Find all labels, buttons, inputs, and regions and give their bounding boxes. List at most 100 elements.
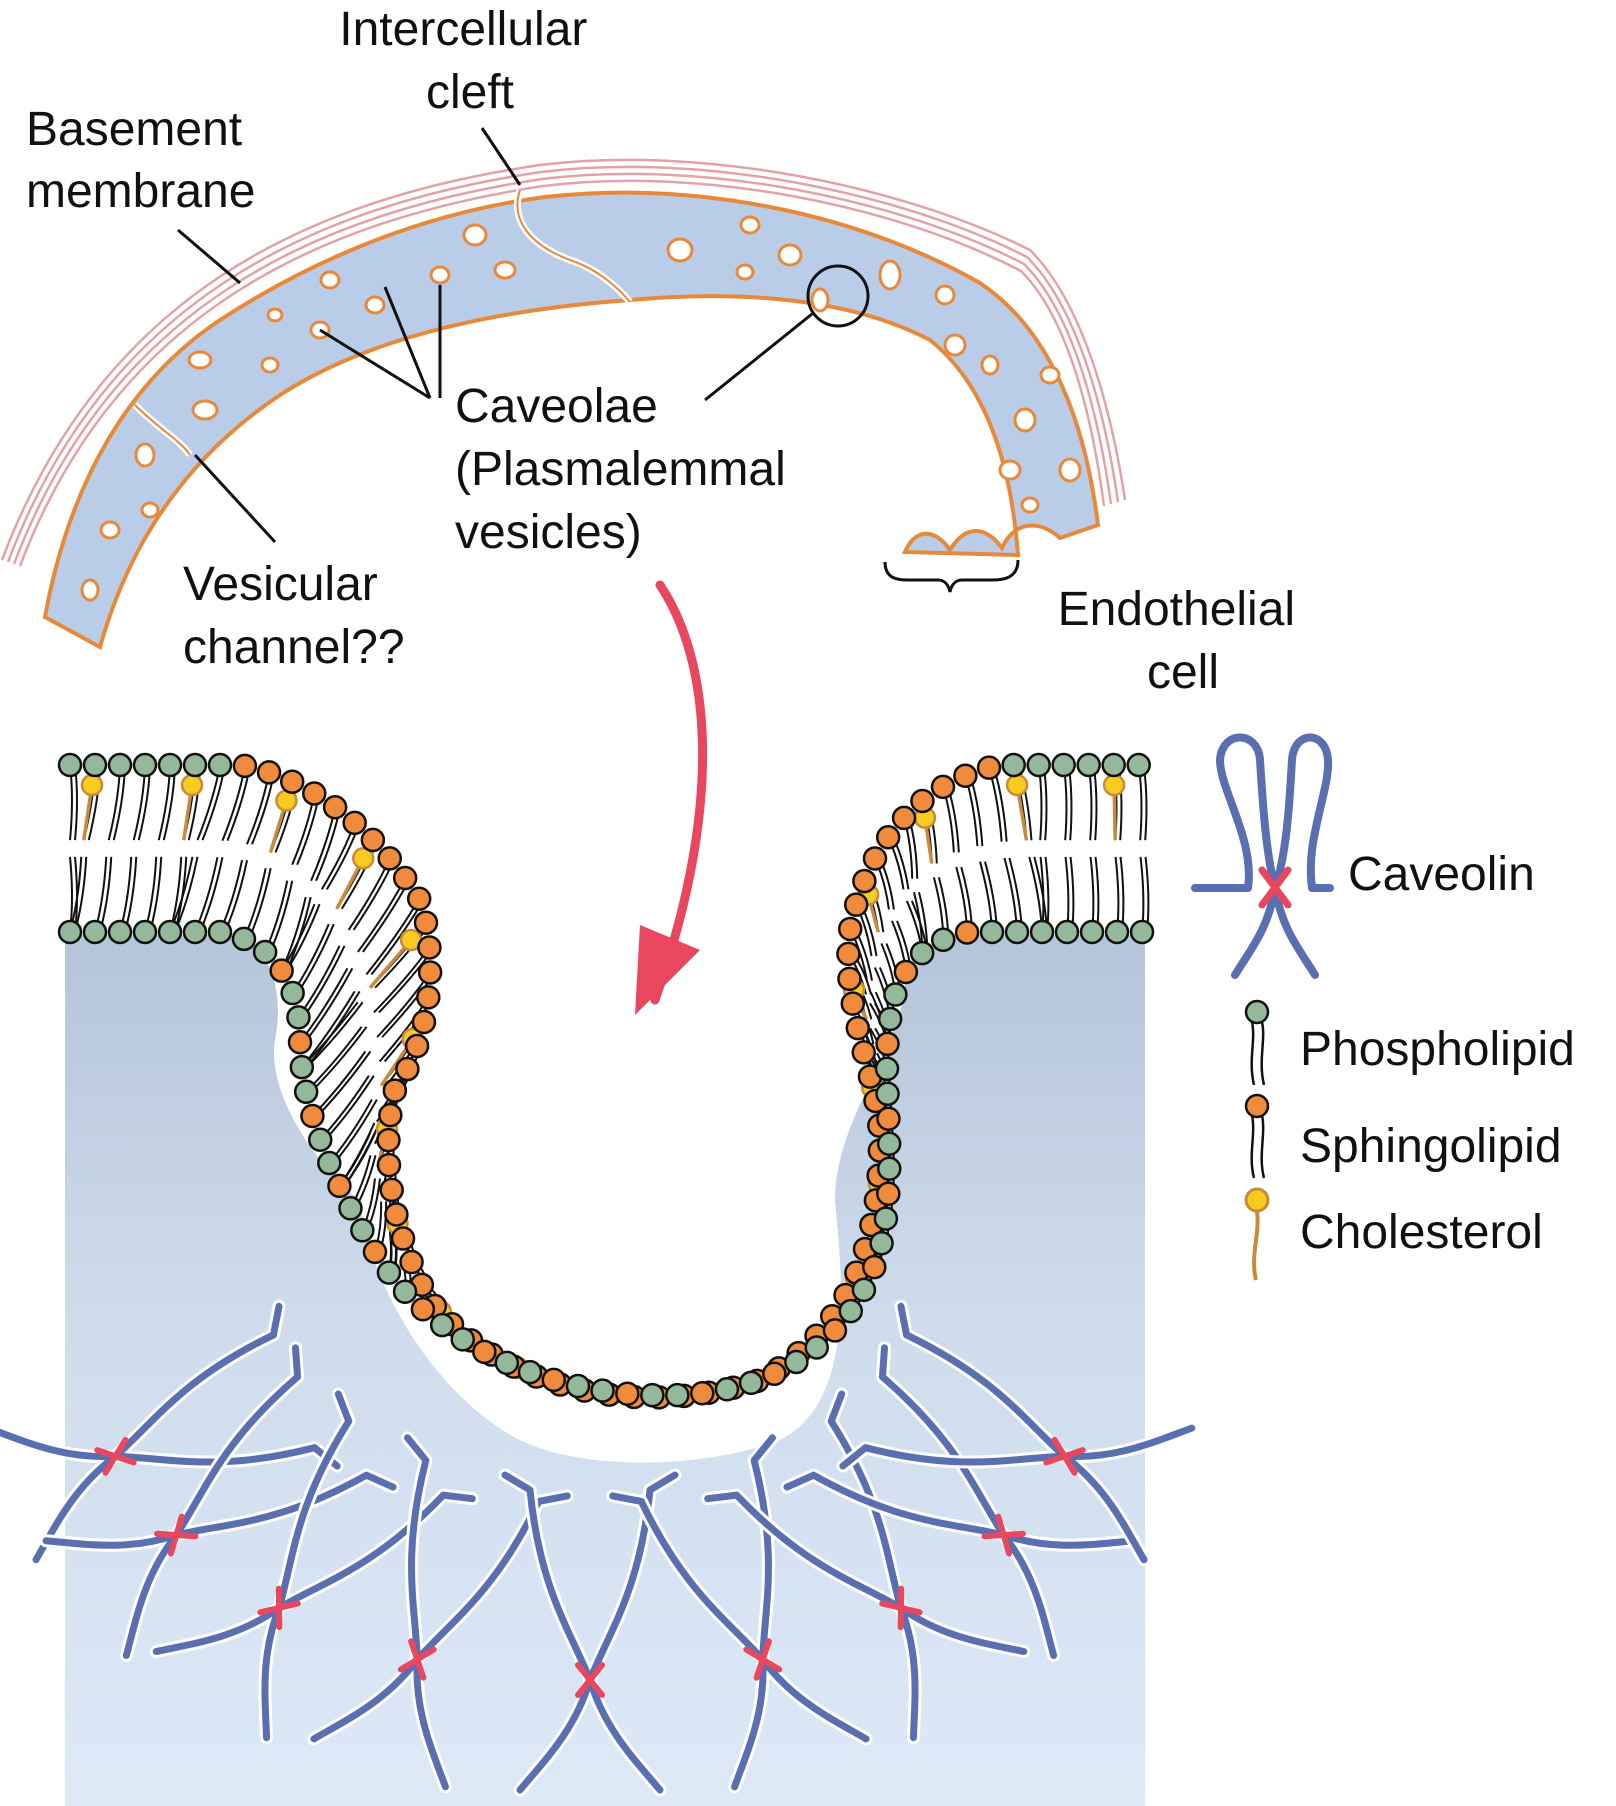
- phospholipid-head: [1026, 752, 1051, 778]
- lipid-tail: [296, 923, 335, 994]
- sphingolipid-head: [376, 1152, 402, 1178]
- phospholipid-head: [877, 1156, 902, 1182]
- sphingolipid-head: [843, 892, 869, 917]
- cholesterol-tail: [1016, 789, 1029, 841]
- sphingolipid-head: [406, 886, 432, 911]
- phospholipid-head: [1104, 919, 1130, 945]
- leader-lines: [177, 127, 1020, 593]
- phospholipid-head: [57, 919, 83, 945]
- sphingolipid-head: [302, 781, 327, 806]
- sphingolipid-head: [953, 763, 978, 788]
- sphingolipid-head: [392, 865, 418, 891]
- phospholipid-head: [517, 1359, 543, 1385]
- phospholipid-head: [804, 1335, 829, 1360]
- caveolin-coat: [0, 1299, 1199, 1797]
- sphingolipid-head: [411, 1009, 437, 1035]
- sphingolipid-head: [836, 941, 861, 967]
- top-labels: Intercellular cleft Basement membrane Ca…: [26, 3, 1295, 699]
- legend: Caveolin Phospholipid Sphingolipid Chole…: [1188, 730, 1575, 1281]
- phospholipid-head: [1001, 752, 1026, 778]
- phospholipid-head: [289, 1054, 315, 1080]
- vesicular-channel-label: Vesicular channel??: [183, 558, 405, 674]
- phospholipid-head: [565, 1373, 591, 1399]
- legend-caveolin-label: Caveolin: [1348, 848, 1535, 901]
- sphingolipid-head: [384, 1202, 409, 1227]
- sphingolipid-head: [269, 958, 294, 983]
- sphingolipid-head: [954, 920, 980, 945]
- phospholipid-head: [883, 982, 908, 1007]
- legend-sphingolipid-label: Sphingolipid: [1300, 1120, 1562, 1173]
- endothelial-cell-body: [42, 190, 1101, 650]
- phospholipid-head: [286, 1005, 311, 1030]
- sphingolipid-head: [417, 960, 443, 985]
- phospholipid-head: [1079, 919, 1105, 945]
- cholesterol-head: [1005, 773, 1029, 797]
- lipid-tail: [306, 1001, 364, 1068]
- cholesterol-tail: [368, 943, 409, 989]
- phospholipid-head: [1029, 919, 1055, 945]
- cholesterol-tail: [182, 789, 193, 841]
- caveolin-core: [981, 1513, 1026, 1557]
- sphingolipid-head: [399, 1249, 424, 1275]
- caveolin-protein: [701, 1387, 1031, 1745]
- lipid-tail: [74, 764, 78, 841]
- sphingolipid-head: [976, 755, 1002, 780]
- lipid-tail: [269, 880, 294, 953]
- caveolin-protein: [836, 1299, 1199, 1567]
- sphingolipid-head: [342, 810, 367, 836]
- phospholipid-head: [293, 1079, 319, 1105]
- sphingolipid-head: [322, 794, 348, 820]
- lipid-tail: [347, 857, 391, 931]
- sphingolipid-head: [327, 1173, 352, 1199]
- caveolin-protein: [39, 1341, 400, 1662]
- lipid-tail: [1092, 764, 1098, 841]
- sphingolipid-head: [837, 916, 863, 942]
- sphingolipid-head: [930, 774, 956, 800]
- phospholipid-head: [1076, 752, 1101, 778]
- phospholipid-head: [838, 1298, 864, 1324]
- highlighted-caveola-circle: [806, 264, 870, 328]
- curved-arrow-icon: [635, 580, 707, 1015]
- phospholipid-head: [1126, 752, 1151, 778]
- cholesterol-tail: [335, 862, 363, 910]
- legend-cholesterol-label: Cholesterol: [1300, 1206, 1543, 1259]
- phospholipid-head: [252, 939, 278, 965]
- cholesterol-tail: [1112, 790, 1117, 841]
- caveolin-core: [94, 1436, 137, 1476]
- sphingolipid-head: [395, 1056, 420, 1082]
- sphingolipid-head: [875, 824, 901, 850]
- legend-phospholipid-label: Phospholipid: [1300, 1023, 1575, 1076]
- sphingolipid-head: [822, 1318, 848, 1343]
- caveolin-protein: [149, 1387, 479, 1745]
- caveolin-protein: [606, 1431, 873, 1794]
- phospholipid-head: [82, 919, 108, 945]
- phospholipid-head: [874, 1056, 900, 1082]
- lipid-tail: [285, 903, 321, 972]
- phospholipid-head: [317, 1150, 342, 1176]
- phospholipid-head: [392, 1279, 418, 1304]
- sphingolipid-head: [876, 1106, 901, 1132]
- sphingolipid-head: [876, 1181, 901, 1206]
- lipid-tail: [224, 859, 249, 933]
- lipid-heads: [57, 752, 1155, 1410]
- phospholipid-head: [376, 1260, 402, 1285]
- phospholipid-head: [132, 752, 158, 778]
- sphingolipid-head: [404, 1033, 430, 1059]
- sphingolipid-head: [862, 1254, 887, 1280]
- lipid-tail: [343, 1132, 376, 1187]
- sphingolipid-molecule-icon: [1244, 1093, 1270, 1179]
- caveolin-core: [397, 1638, 437, 1681]
- sphingolipid-head: [362, 1239, 388, 1265]
- phospholipid-head: [1054, 919, 1080, 945]
- phospholipid-head: [665, 1382, 690, 1408]
- caveolin-core: [743, 1638, 783, 1681]
- sphingolipid-head: [472, 1339, 497, 1365]
- phospholipid-head: [182, 752, 208, 778]
- phospholipid-head: [280, 980, 305, 1006]
- phospholipid-head: [1129, 919, 1155, 945]
- cholesterol-tail: [82, 789, 93, 841]
- sphingolipid-head: [862, 846, 888, 871]
- phospholipid-head: [494, 1350, 520, 1376]
- phospholipid-head: [107, 752, 133, 778]
- sphingolipid-head: [377, 846, 402, 871]
